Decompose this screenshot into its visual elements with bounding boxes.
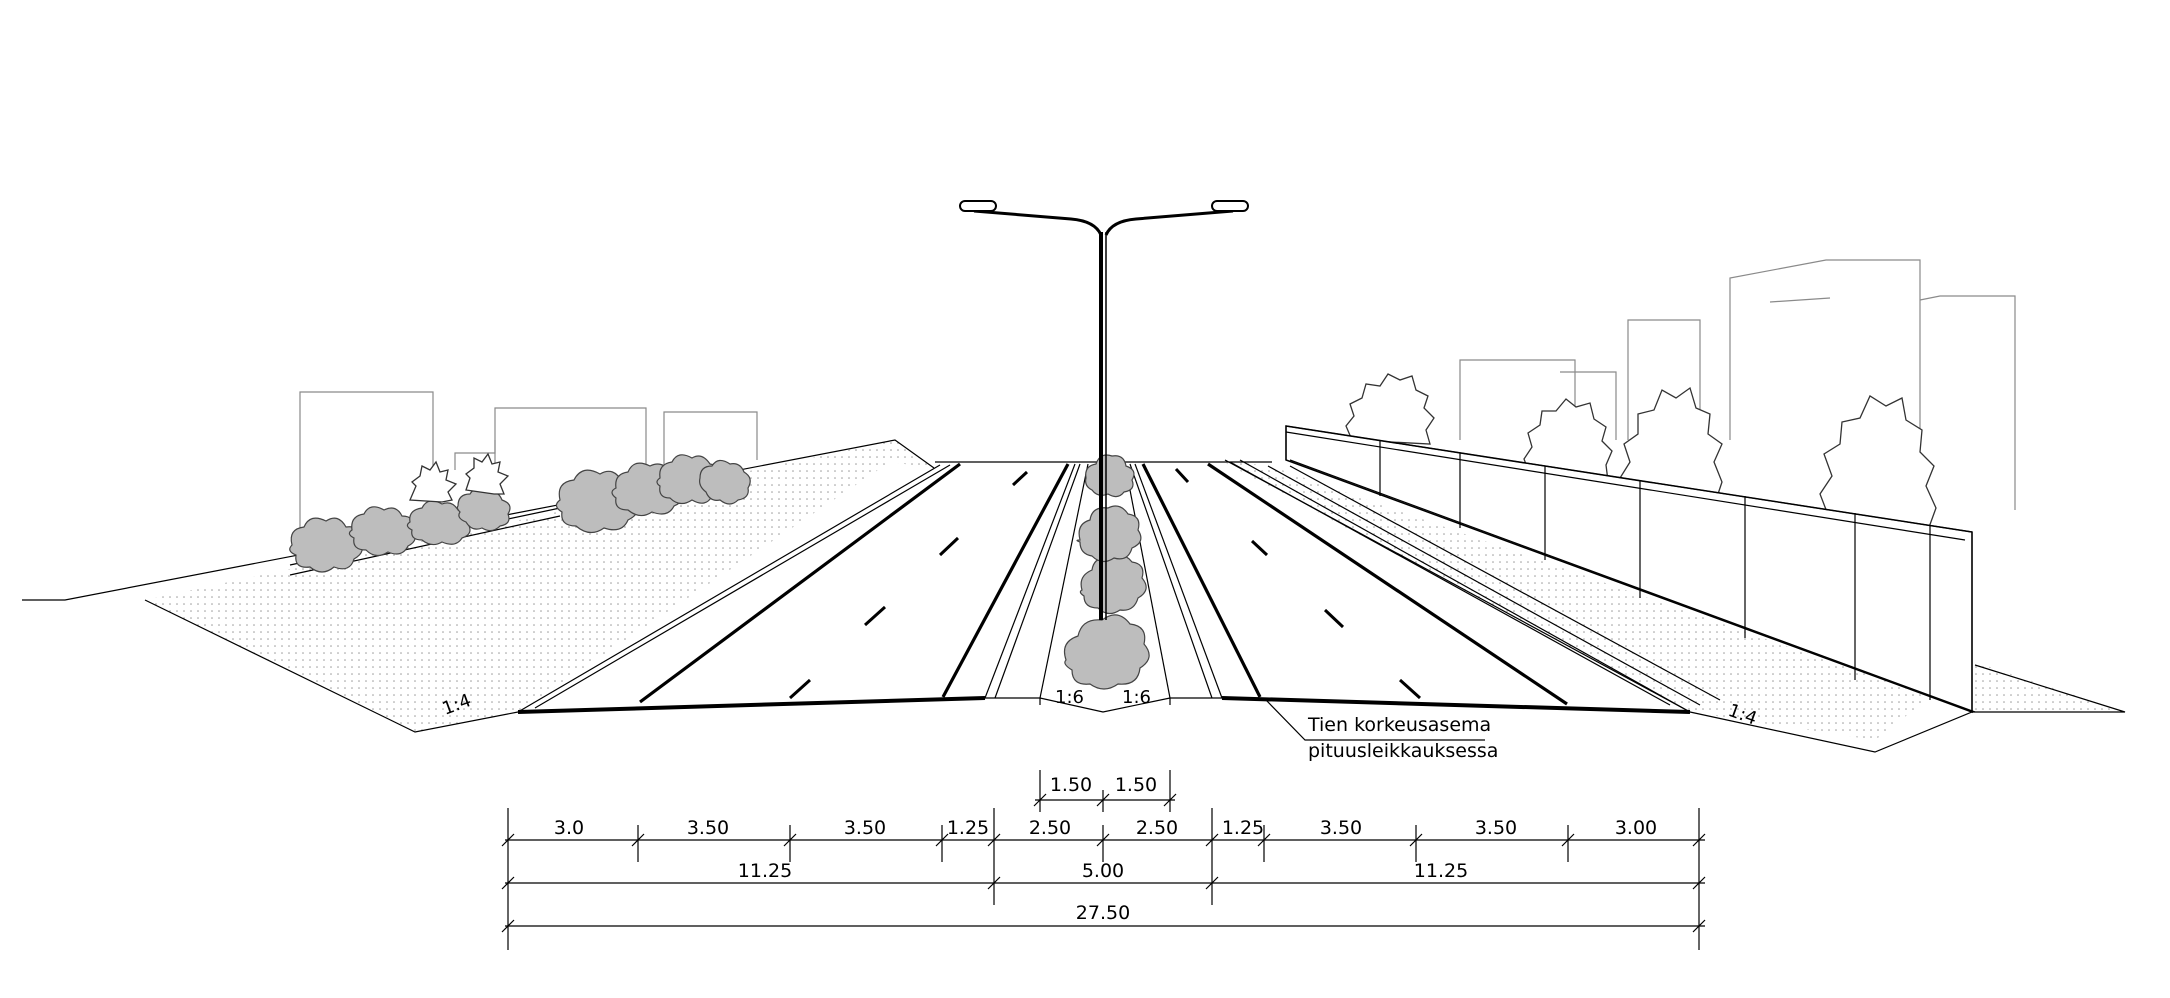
- dim-r2-1: 5.00: [1082, 860, 1124, 882]
- dimension-row-1: 3.0 3.50 3.50 1.25 2.50 2.50 1.25 3.50 3…: [501, 808, 1706, 950]
- dim-r1-0: 3.0: [554, 817, 584, 839]
- elevation-note-line1: Tien korkeusasema: [1307, 714, 1491, 736]
- dim-r1-5: 2.50: [1136, 817, 1178, 839]
- dim-r1-7: 3.50: [1320, 817, 1362, 839]
- dim-total: 27.50: [1076, 902, 1130, 924]
- right-trees: [1345, 373, 1937, 531]
- elevation-note: Tien korkeusasema pituusleikkauksessa: [1265, 699, 1498, 762]
- dim-r1-2: 3.50: [844, 817, 886, 839]
- noise-barrier-wall: [1285, 425, 1976, 714]
- dim-r1-8: 3.50: [1475, 817, 1517, 839]
- roadway: 1:6 1:6: [517, 459, 1691, 714]
- dim-r1-6: 1.25: [1222, 817, 1264, 839]
- dimension-row-2: 11.25 5.00 11.25: [501, 860, 1706, 890]
- background-buildings-left: [299, 391, 758, 530]
- dimension-total: 27.50: [501, 902, 1706, 933]
- median-shrubs: [1063, 454, 1150, 690]
- dim-r1-1: 3.50: [687, 817, 729, 839]
- dim-r1-4: 2.50: [1029, 817, 1071, 839]
- dimension-median-ditch: 1.50 1.50: [1033, 770, 1177, 812]
- dim-r1-3: 1.25: [947, 817, 989, 839]
- dim-ditch-right: 1.50: [1115, 774, 1157, 796]
- dim-r1-9: 3.00: [1615, 817, 1657, 839]
- background-buildings-right: [1459, 259, 2016, 510]
- dim-r2-0: 11.25: [738, 860, 792, 882]
- dim-r2-2: 11.25: [1414, 860, 1468, 882]
- street-light: [959, 200, 1249, 620]
- slope-label-median-left: 1:6: [1055, 687, 1084, 708]
- dim-ditch-left: 1.50: [1050, 774, 1092, 796]
- left-shrubs: [289, 452, 751, 573]
- slope-label-median-right: 1:6: [1122, 687, 1151, 708]
- elevation-note-line2: pituusleikkauksessa: [1308, 740, 1498, 762]
